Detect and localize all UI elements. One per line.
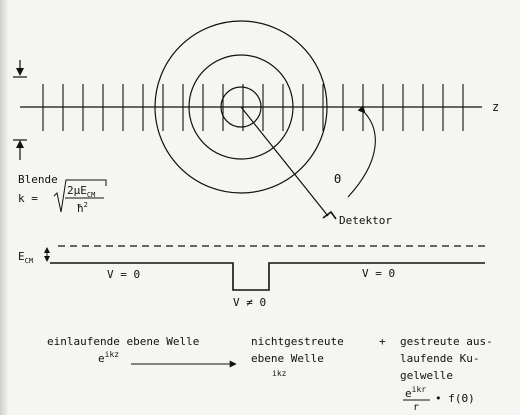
plane-wavefronts bbox=[42, 84, 464, 131]
scattered-line-2: laufende Ku- bbox=[400, 352, 479, 365]
aperture-upper-marker bbox=[13, 60, 27, 78]
potential-well-label: V ≠ 0 bbox=[233, 296, 266, 309]
aperture-label: Blende bbox=[18, 173, 58, 186]
page-edge-shadow bbox=[0, 0, 9, 415]
scattered-line-3: gelwelle bbox=[400, 369, 453, 382]
k-numerator: 2μECM bbox=[67, 184, 95, 199]
angle-arc bbox=[347, 105, 376, 198]
aperture-lower-marker bbox=[13, 139, 27, 160]
unscattered-expression: ikz bbox=[272, 369, 287, 378]
sqrt-sign bbox=[53, 179, 107, 213]
scattering-amplitude: • f(Θ) bbox=[435, 392, 475, 405]
incoming-wave-expression: eikz bbox=[98, 350, 119, 365]
spherical-denominator: r bbox=[413, 402, 419, 413]
k-equals: k = bbox=[18, 192, 38, 205]
potential-left-label: V = 0 bbox=[107, 268, 140, 281]
detector-icon bbox=[322, 210, 337, 220]
detector-ray bbox=[240, 106, 329, 217]
spherical-wave-inner bbox=[220, 86, 262, 128]
plus-sign: + bbox=[379, 335, 386, 348]
scattered-line-1: gestreute aus- bbox=[400, 335, 493, 348]
spherical-numerator: eikr bbox=[405, 385, 426, 400]
potential-right-label: V = 0 bbox=[362, 267, 395, 280]
spherical-wave-middle bbox=[188, 54, 294, 160]
angle-label: Θ bbox=[334, 172, 341, 186]
spherical-wave-outer bbox=[154, 20, 328, 194]
energy-gap-marker bbox=[44, 247, 50, 262]
wave-number-formula: k = 2μECM ħ2 bbox=[18, 179, 107, 215]
k-denominator: ħ2 bbox=[77, 201, 88, 215]
potential-curve bbox=[50, 262, 485, 291]
incoming-wave-title: einlaufende ebene Welle bbox=[47, 335, 199, 348]
unscattered-line-1: nichtgestreute bbox=[251, 335, 344, 348]
energy-label: ECM bbox=[18, 250, 33, 265]
z-axis-label: z bbox=[492, 100, 499, 114]
unscattered-line-2: ebene Welle bbox=[251, 352, 324, 365]
detector-label: Detektor bbox=[339, 214, 392, 227]
